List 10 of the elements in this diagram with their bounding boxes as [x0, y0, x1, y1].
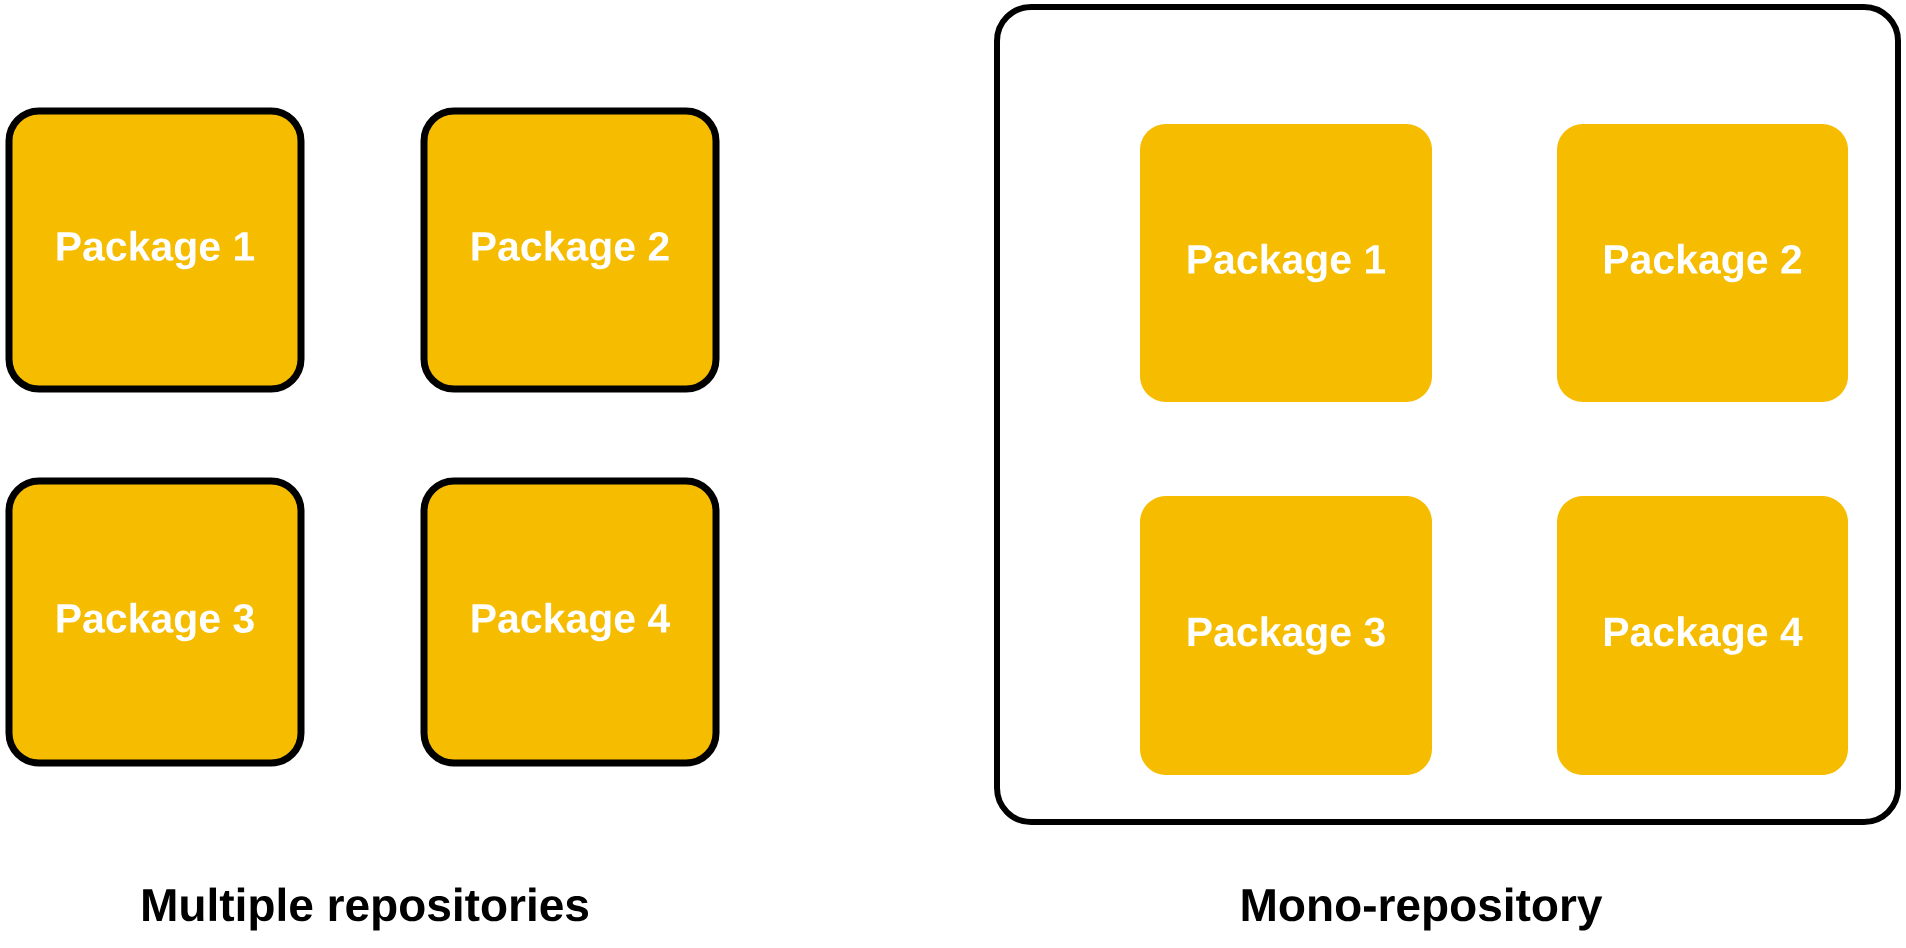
- package-box: Package 1: [1140, 124, 1432, 402]
- package-box: Package 2: [420, 107, 720, 393]
- caption: Mono-repository: [1242, 887, 1603, 931]
- package-box: Package 4: [420, 477, 720, 767]
- package-box: Package 3: [1140, 496, 1432, 775]
- package-box: Package 4: [1557, 496, 1848, 775]
- caption: Multiple repositories: [143, 887, 589, 931]
- package-box: Package 2: [1557, 124, 1848, 402]
- package-box: Package 3: [5, 477, 305, 767]
- package-box: Package 1: [5, 107, 305, 393]
